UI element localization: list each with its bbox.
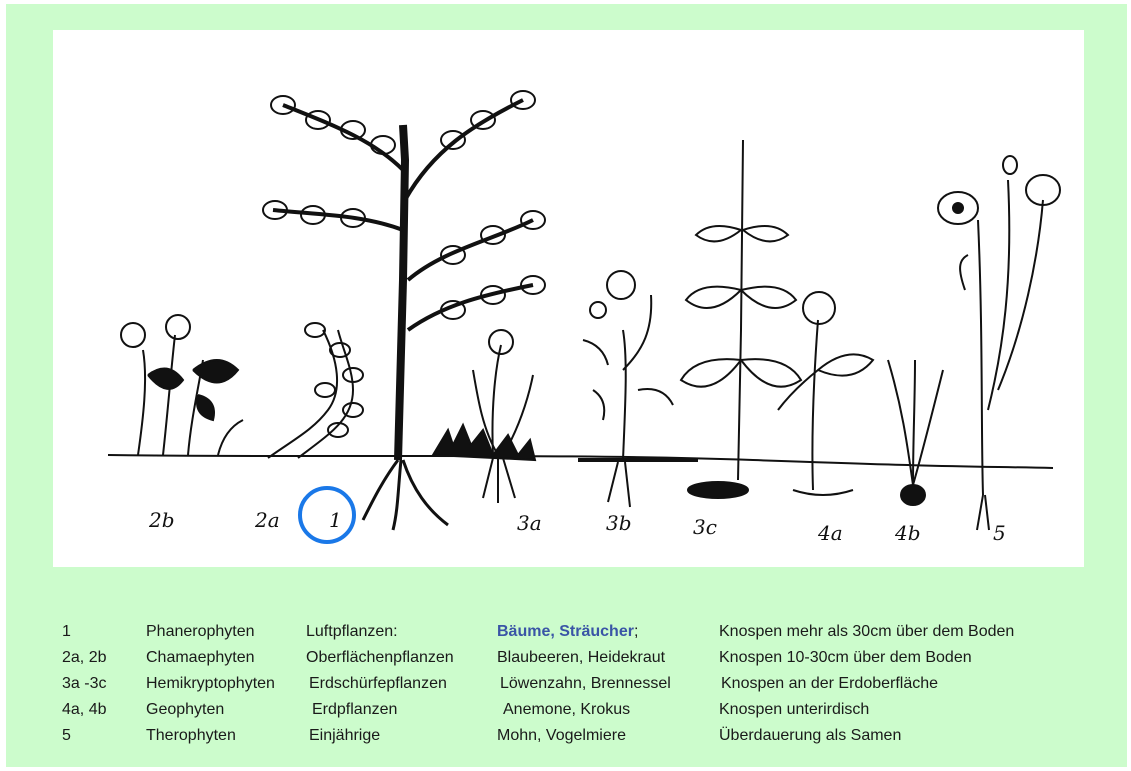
plant-1-tree xyxy=(263,91,545,530)
life-forms-illustration: 2b 2a 1 3a 3b 3c 4a 4b 5 xyxy=(53,30,1084,567)
figure-label: 3c xyxy=(693,515,717,539)
figure-label: 2b xyxy=(148,508,175,532)
highlight-circle-1 xyxy=(300,488,354,542)
plant-4b xyxy=(888,360,943,505)
figure-label: 3b xyxy=(606,511,632,535)
plant-2a xyxy=(268,323,363,458)
figure-label: 1 xyxy=(329,508,342,532)
plant-3c xyxy=(681,140,801,498)
figure-label: 4b xyxy=(894,521,921,545)
plant-5 xyxy=(938,156,1060,530)
figure-label: 4a xyxy=(817,521,843,545)
figure-label: 5 xyxy=(993,521,1006,545)
plant-3a xyxy=(433,330,535,503)
plant-3b xyxy=(578,271,698,507)
plant-4a xyxy=(778,292,873,495)
plant-2b xyxy=(121,315,243,455)
figure-label: 3a xyxy=(517,511,542,535)
figure-label: 2a xyxy=(254,508,280,532)
